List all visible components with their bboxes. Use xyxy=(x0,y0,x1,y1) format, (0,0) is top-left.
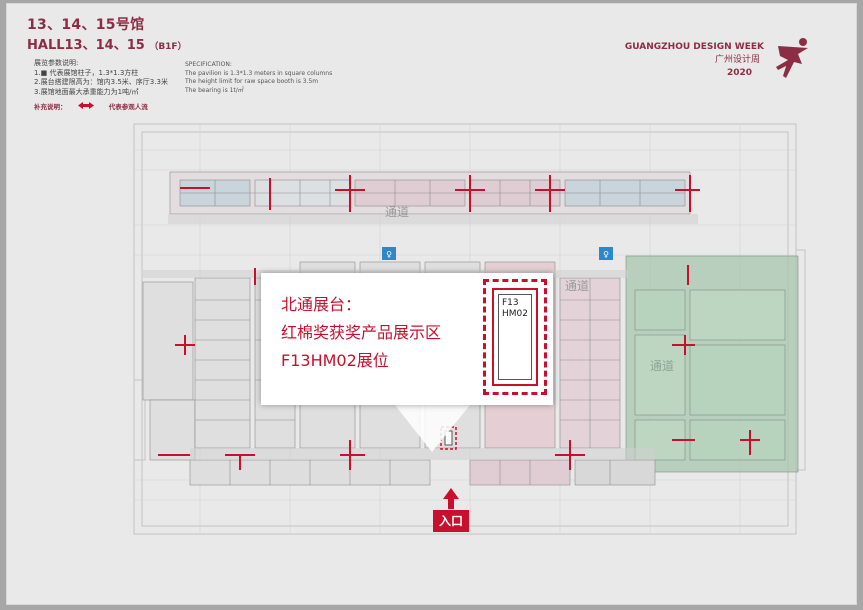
brand-name-cn: 广州设计周 xyxy=(714,55,760,65)
svg-text:♀: ♀ xyxy=(603,250,609,259)
brand-block: GUANGZHOU DESIGN WEEK 广州设计周 2020 xyxy=(625,41,764,80)
top-booth-row xyxy=(169,171,691,215)
booth-frame: F13 HM02 xyxy=(492,288,538,386)
aisle-label-right: 通道 xyxy=(650,359,674,373)
restroom-icon-2: ♀ xyxy=(599,247,613,260)
callout-line-1: 北通展台： xyxy=(281,295,362,314)
booth-code-line-1: F13 xyxy=(502,298,519,308)
legend: 补充说明： 代表参观人流 xyxy=(34,101,148,111)
flow-arrows xyxy=(158,175,760,470)
booth-highlight: F13 HM02 xyxy=(483,279,547,395)
spec-cn-heading: 展览参数说明: xyxy=(34,59,79,67)
svg-text:♀: ♀ xyxy=(386,250,392,259)
spec-en-item-3: The bearing is 1t/㎡ xyxy=(185,86,244,94)
legend-text: 代表参观人流 xyxy=(108,103,148,111)
bottom-booth-row xyxy=(189,459,656,486)
hall-title-en-text: HALL13、14、15 xyxy=(27,38,145,53)
booth-code: F13 HM02 xyxy=(502,298,528,320)
legend-arrow-icon xyxy=(78,102,94,109)
restroom-icon-1: ♀ xyxy=(382,247,396,260)
hall-title-en: HALL13、14、15 （B1F） xyxy=(27,34,187,53)
entrance-arrow-icon xyxy=(443,488,459,509)
entrance-label: 入口 xyxy=(433,510,469,532)
spec-en-block: SPECIFICATION:The pavilion is 1.3*1.3 me… xyxy=(185,61,332,95)
brand-name-en: GUANGZHOU DESIGN WEEK xyxy=(624,42,764,52)
spec-en-heading: SPECIFICATION: xyxy=(185,61,232,68)
callout-line-2: 红棉奖获奖产品展示区 xyxy=(281,323,442,342)
floor-label: （B1F） xyxy=(149,42,187,52)
brand-year: 2020 xyxy=(726,68,752,78)
booth-code-line-2: HM02 xyxy=(502,309,528,319)
callout-pointer xyxy=(395,405,470,452)
spec-cn-item-3: 3.展馆地面最大承重能力为1吨/㎡ xyxy=(34,87,139,96)
spec-cn-item-1: 1.■ 代表展馆柱子，1.3*1.3方柱 xyxy=(34,68,139,77)
spec-en-item-1: The pavilion is 1.3*1.3 meters in square… xyxy=(185,69,333,77)
legend-label: 补充说明： xyxy=(34,103,67,111)
callout-text: 北通展台： 红棉奖获奖产品展示区 F13HM02展位 xyxy=(281,291,441,375)
spec-en-item-2: The height limit for raw space booth is … xyxy=(185,78,319,85)
callout-line-3: F13HM02展位 xyxy=(281,351,389,370)
aisle-label-top: 通道 xyxy=(385,205,409,219)
aisle-label-mid: 通道 xyxy=(565,279,589,293)
booth-callout: 北通展台： 红棉奖获奖产品展示区 F13HM02展位 F13 HM02 xyxy=(261,273,553,405)
spec-cn-item-2: 2.展台搭建限高为：馆内3.5米、序厅3.3米 xyxy=(34,78,168,86)
running-figure-logo-icon xyxy=(776,38,808,78)
booth-box: F13 HM02 xyxy=(498,294,532,380)
hall-title-cn: 13、14、15号馆 xyxy=(27,17,145,33)
